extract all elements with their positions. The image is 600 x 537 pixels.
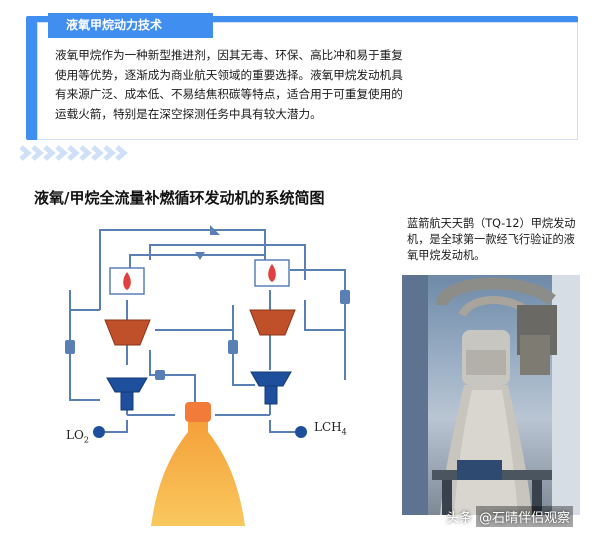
diagram-title: 液氧/甲烷全流量补燃循环发动机的系统简图 <box>34 189 325 207</box>
card-tag: 液氧甲烷动力技术 <box>48 13 213 38</box>
engine-cycle-diagram <box>65 225 350 526</box>
engine-illustration <box>402 275 580 515</box>
watermark: 头条 @石晴伴侣观察 <box>446 506 574 527</box>
card-line: 有来源广泛、成本低、不易结焦积碳等特点，适合用于可重复使用的 <box>55 87 403 101</box>
watermark-handle: @石晴伴侣观察 <box>476 506 574 527</box>
card-line: 运载火箭，特别是在深空探测任务中具有较大潜力。 <box>55 106 322 121</box>
photo-caption: 蓝箭航天天鹊（TQ-12）甲烷发动机，是全球第一款经飞行验证的液氧甲烷发动机。 <box>407 217 576 262</box>
card-line: 使用等优势，逐渐成为商业航天领域的重要选择。液氧甲烷发动机具 <box>55 67 403 82</box>
engine-photo <box>402 275 580 515</box>
lox-label: LO2 <box>66 428 89 445</box>
info-card <box>37 22 578 140</box>
lch-label: LCH4 <box>314 420 347 437</box>
card-line: 液氧甲烷作为一种新型推进剂，因其无毒、环保、高比冲和易于重复 <box>55 48 403 62</box>
chevron-decoration-icon <box>19 145 128 161</box>
card-body: 液氧甲烷作为一种新型推进剂，因其无毒、环保、高比冲和易于重复 使用等优势，逐渐成… <box>55 46 565 124</box>
watermark-prefix: 头条 <box>446 511 473 526</box>
